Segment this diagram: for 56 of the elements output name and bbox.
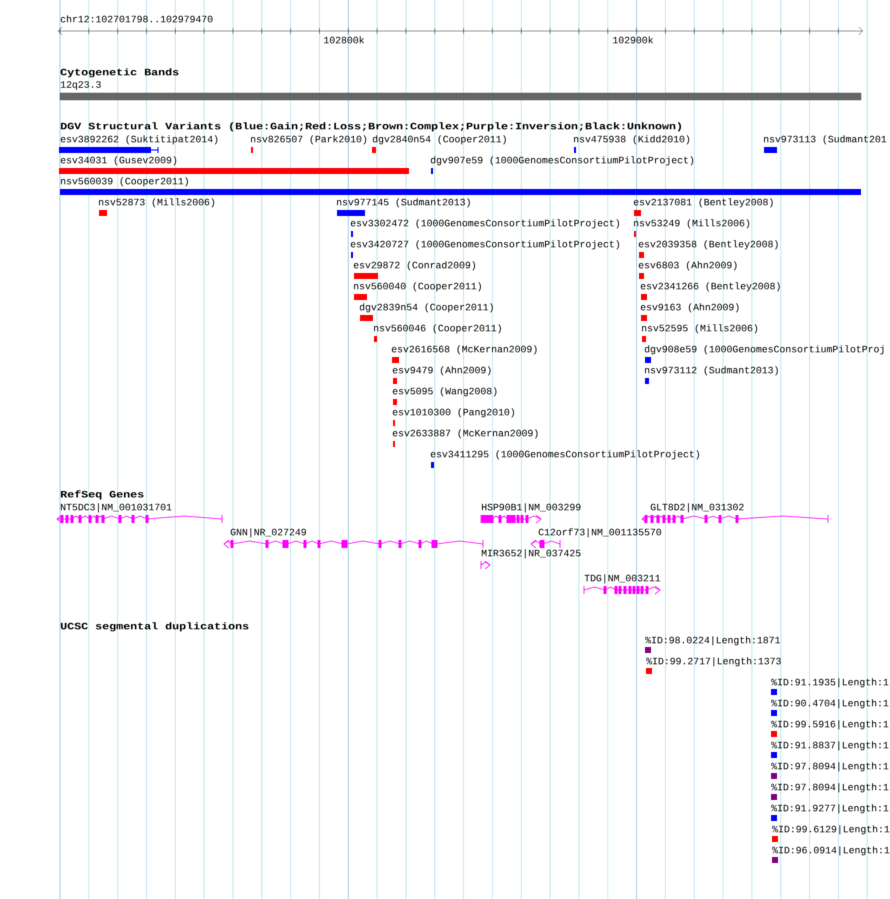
variant-label: nsv560039 (Cooper2011) (61, 177, 188, 186)
variant-label: esv2633887 (McKernan2009) (392, 429, 538, 438)
variant-label: dgv907e59 (1000GenomesConsortiumPilotProject) (430, 156, 694, 166)
variant-label: esv2137081 (Bentley2008) (634, 198, 773, 208)
gene-label: MIR3652|NR_037425 (482, 549, 581, 558)
axis-label: 102800k (324, 36, 364, 44)
duplication-label: %ID:91.8837|Length:1 (771, 741, 888, 750)
gene-label: NT5DC3|NM_001031701 (60, 503, 172, 512)
label-text: chr12:102701798..102979470 (60, 15, 212, 22)
gene-label: GNN|NR_027249 (230, 528, 306, 538)
variant-label: nsv973113 (Sudmant201 (764, 135, 886, 144)
variant-label: esv6803 (Ahn2009) (638, 261, 737, 270)
variant-label: nsv560040 (Cooper2011) (354, 282, 481, 292)
duplication-label: %ID:91.9277|Length:1 (771, 804, 888, 814)
duplication-label: %ID:98.0224|Length:1871 (645, 636, 780, 646)
variant-label: nsv475938 (Kidd2010) (574, 135, 690, 144)
duplication-label: %ID:91.1935|Length:1 (771, 678, 888, 688)
duplication-label: %ID:97.8094|Length:1 (771, 762, 888, 772)
variant-label: nsv52595 (Mills2006) (642, 324, 758, 334)
variant-label: nsv977145 (Sudmant2013) (337, 198, 470, 208)
track-heading: DGV Structural Variants (Blue:Gain;Red:Loss;Brown:Complex;Purple:Inversion;Black:Unknown) (60, 122, 681, 132)
track-heading: Cytogenetic Bands (60, 68, 178, 78)
variant-label: nsv826507 (Park2010) (251, 135, 366, 144)
label-text: 12q23.3 (60, 81, 101, 90)
variant-label: esv2039358 (Bentley2008) (638, 240, 778, 250)
variant-label: esv2341266 (Bentley2008) (640, 282, 780, 292)
variant-label: esv3892262 (Suktitipat2014) (60, 135, 218, 144)
variant-label: esv29872 (Conrad2009) (354, 261, 476, 270)
duplication-label: %ID:96.0914|Length:1 (772, 846, 890, 856)
duplication-label: %ID:99.2717|Length:1373 (646, 657, 781, 666)
variant-label: dgv2840n54 (Cooper2011) (372, 135, 506, 144)
gene-label: GLT8D2|NM_031302 (650, 503, 744, 512)
gene-label: TDG|NM_003211 (584, 574, 660, 584)
gene-label: HSP90B1|NM_003299 (482, 503, 580, 512)
variant-label: nsv52873 (Mills2006) (99, 198, 214, 208)
duplication-label: %ID:99.6129|Length:1 (772, 825, 890, 834)
variant-label: nsv53249 (Mills2006) (634, 219, 750, 228)
variant-label: esv1010300 (Pang2010) (392, 408, 514, 418)
variant-label: esv9479 (Ahn2009) (392, 366, 491, 376)
duplication-label: %ID:99.5916|Length:1 (771, 720, 888, 730)
gene-label: C12orf73|NM_001135570 (538, 528, 662, 538)
variant-label: dgv2839n54 (Cooper2011) (360, 303, 493, 312)
track-heading: UCSC segmental duplications (60, 622, 248, 632)
variant-label: esv5095 (Wang2008) (392, 387, 496, 396)
variant-label: esv3302472 (1000GenomesConsortiumPilotProject) (350, 219, 620, 228)
duplication-label: %ID:97.8094|Length:1 (771, 783, 888, 792)
variant-label: nsv560046 (Cooper2011) (374, 324, 501, 334)
variant-label: dgv908e59 (1000GenomesConsortiumPilotProj (644, 345, 884, 354)
variant-label: esv3420727 (1000GenomesConsortiumPilotProject) (350, 240, 620, 250)
variant-label: nsv973112 (Sudmant2013) (645, 366, 778, 376)
variant-label: esv34031 (Gusev2009) (60, 156, 176, 166)
axis-label: 102900k (613, 36, 654, 44)
variant-label: esv2616568 (McKernan2009) (392, 345, 537, 354)
duplication-label: %ID:90.4704|Length:1 (771, 699, 888, 708)
variant-label: esv3411295 (1000GenomesConsortiumPilotProject) (430, 450, 700, 460)
variant-label: esv9163 (Ahn2009) (640, 303, 739, 312)
